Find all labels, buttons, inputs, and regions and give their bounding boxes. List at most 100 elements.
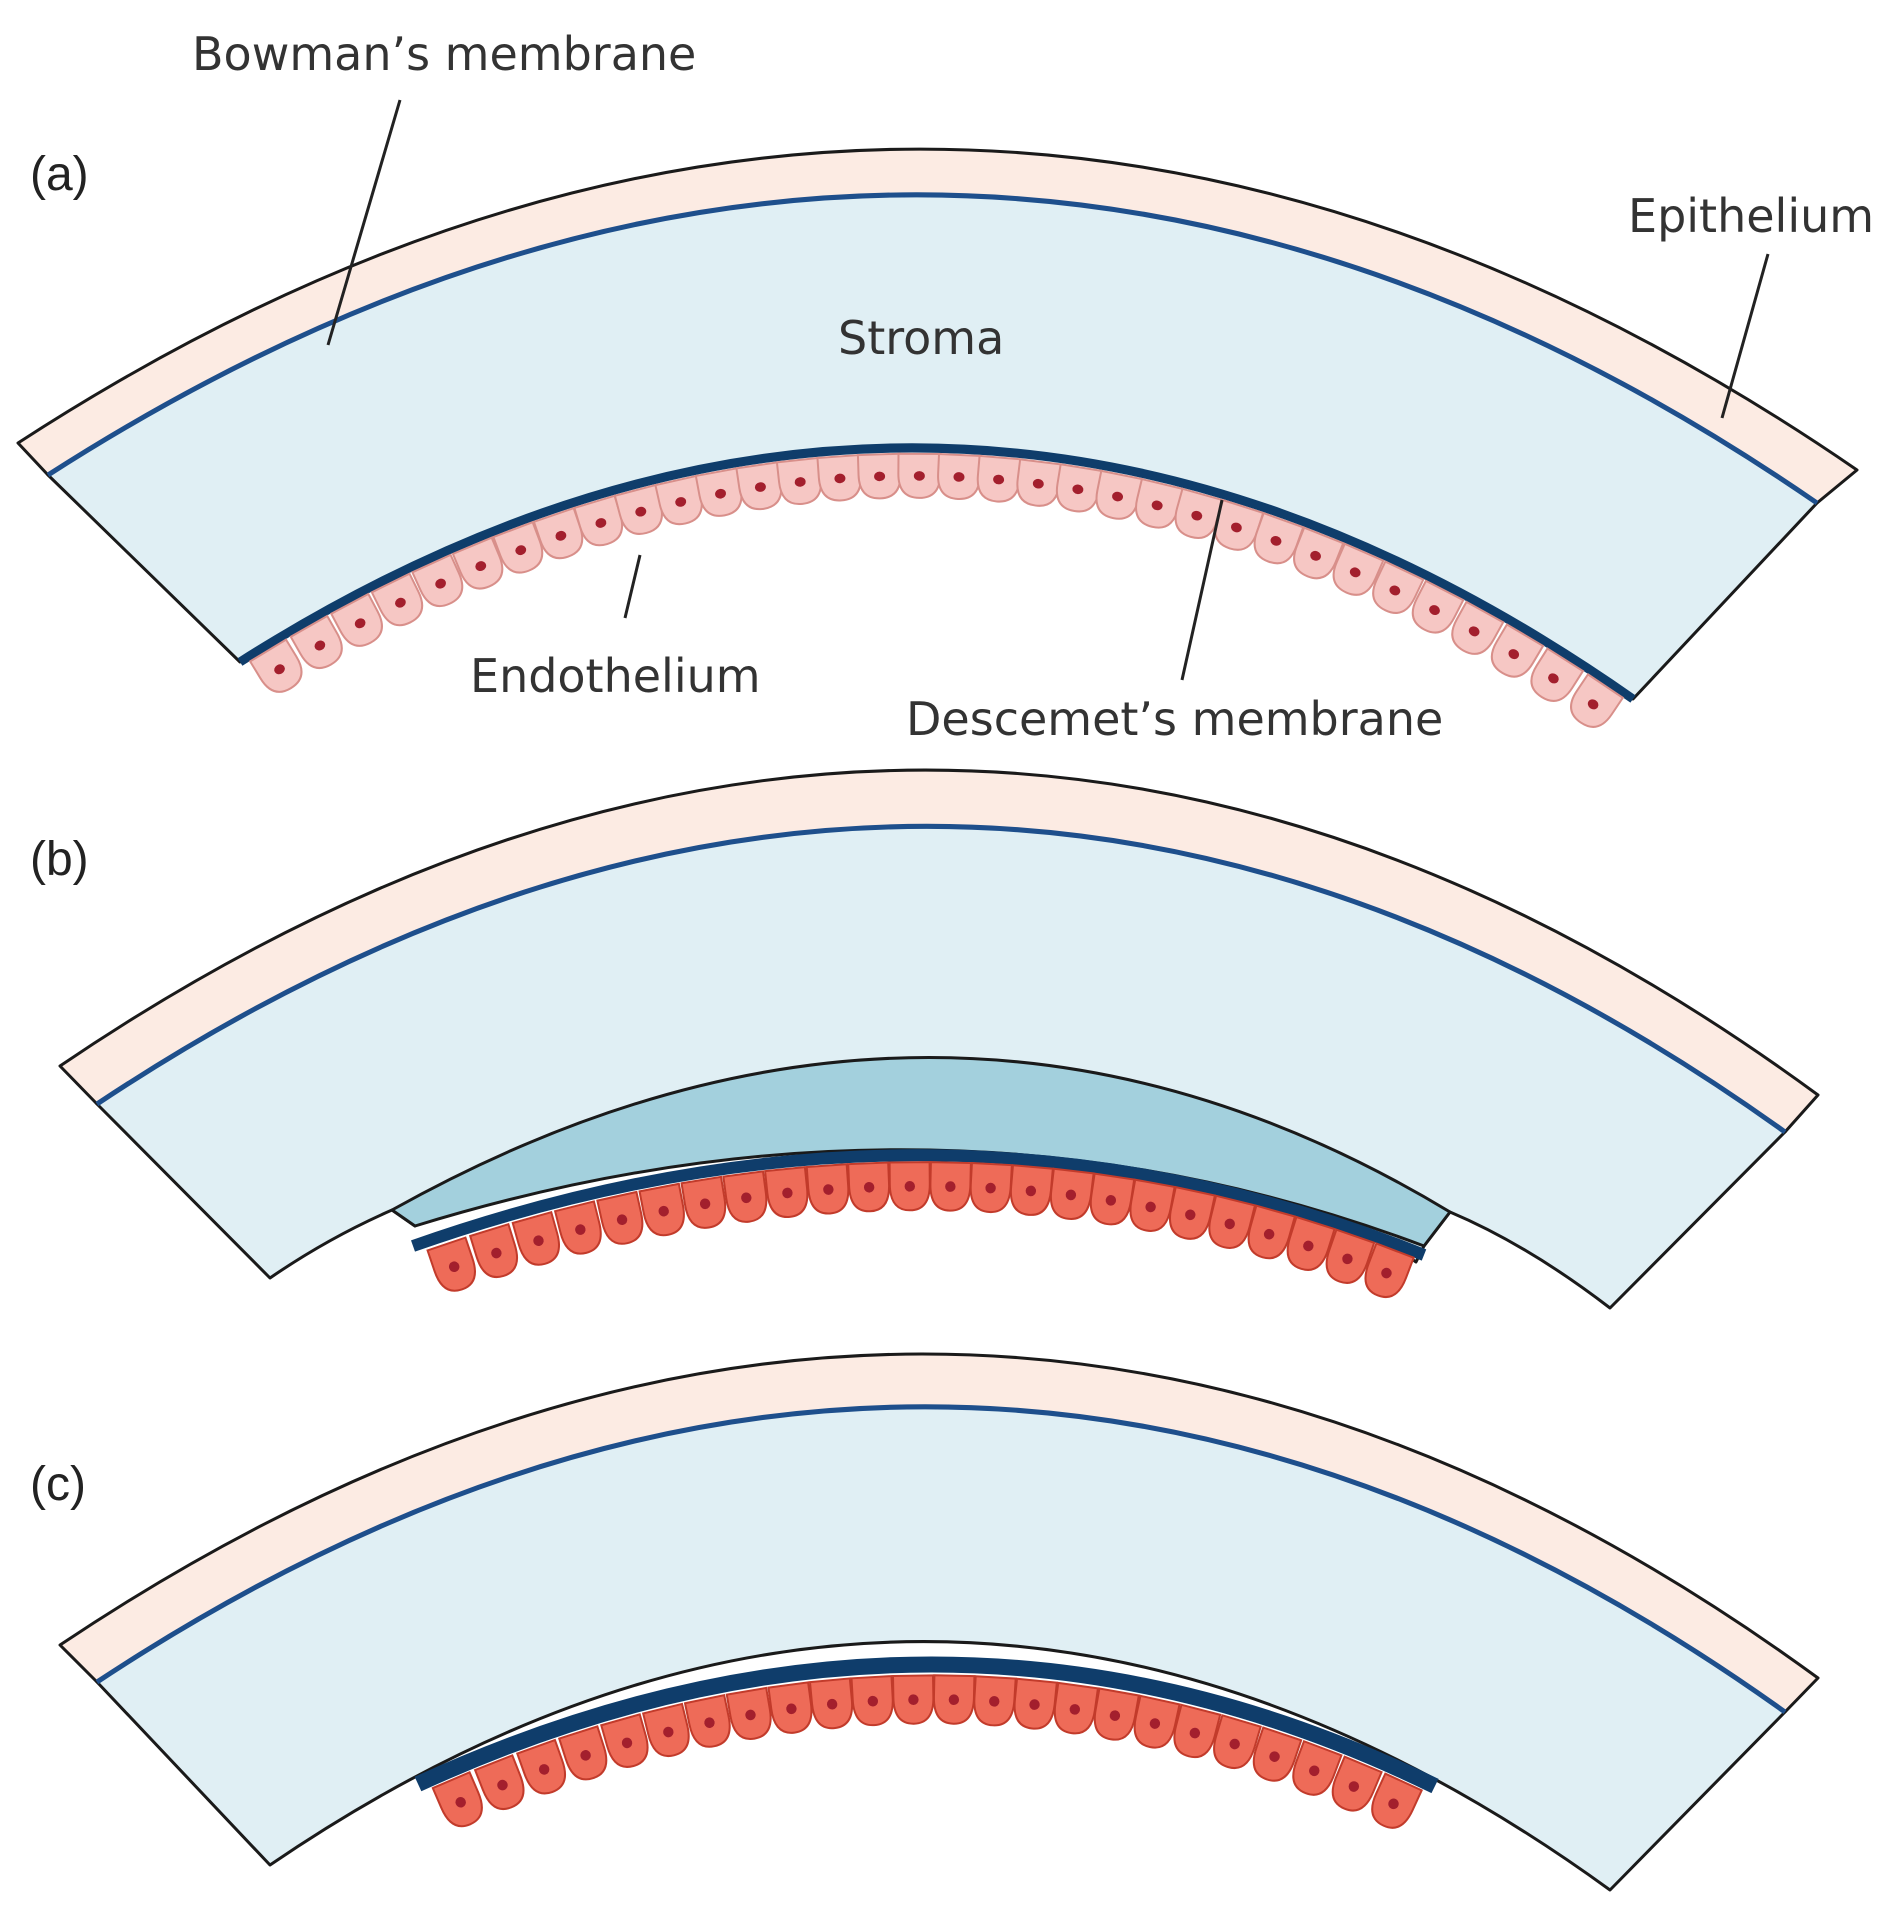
endothelial-cell [969,1161,1013,1214]
endothelial-cell-nucleus [985,1182,996,1194]
endothelial-cell [735,461,783,511]
descemet-leader-line [1180,499,1224,681]
endothelial-cell-nucleus [704,1717,715,1728]
endothelial-cell-nucleus [863,1181,875,1193]
endothelial-cell [411,553,464,608]
endothelial-cell [1169,1185,1217,1240]
endothelial-cell-nucleus [741,1192,752,1204]
endothelial-cell [557,1725,608,1781]
endothelial-cell [329,592,383,647]
endothelial-cell [451,536,504,590]
endothelial-cell-nucleus [1149,1718,1161,1729]
endothelial-cell-nucleus [533,1235,544,1247]
graft-endothelium-cells [431,1674,1424,1829]
endothelial-cell-nucleus [515,545,527,556]
endothelial-cell-nucleus [754,482,766,492]
endothelial-cell-nucleus [274,664,285,675]
endothelial-cell [1530,647,1585,702]
endothelial-cell-nucleus [1191,510,1203,521]
panel-a-label: (a) [30,148,89,201]
endothelial-cell [1016,458,1063,507]
endothelial-cell-nucleus [595,518,607,528]
endothelial-cell-nucleus [1348,1781,1360,1792]
stroma-layer [95,1405,1787,1892]
endothelial-cell [468,1222,519,1278]
graft-endothelium-cells [426,1161,1415,1299]
endothelial-cell-nucleus [455,1796,466,1808]
endothelial-cell [515,1738,566,1795]
endothelial-cell [1095,469,1144,520]
endothelial-cell [767,1681,813,1734]
endothelial-cell [976,454,1023,503]
endothelial-cell [600,1713,649,1768]
endothelial-cell-nucleus [448,1261,460,1273]
endothelial-cell-body [1530,647,1585,702]
endothelial-cell [973,1675,1017,1727]
endothelial-cell-nucleus [475,561,487,572]
endothelial-cell [1208,1194,1257,1249]
endothelial-cell-nucleus [1185,1209,1196,1221]
endothelial-cell-nucleus [1587,699,1599,710]
endothelial-cell-nucleus [663,1726,674,1738]
endothelial-cell-body [1451,600,1505,655]
endothelial-cell [1049,1167,1095,1220]
endothelial-cell-nucleus [1388,1798,1399,1810]
endothelial-cell-nucleus [1303,1240,1314,1252]
endothelial-cell-nucleus [395,597,406,608]
endothelial-cell-nucleus [989,1696,1000,1707]
endothelial-cell [553,1200,602,1255]
endothelial-cell-nucleus [1069,1704,1081,1715]
endothelial-cell [805,1163,850,1215]
endothelial-cell [641,1702,690,1758]
stroma-label: Stroma [838,311,1004,365]
bowman-membrane-label: Bowman’s membrane [192,27,696,81]
endothelial-cell [1055,463,1104,513]
endothelium-cells [248,452,1625,728]
endothelial-cell-nucleus [1025,1185,1037,1197]
bowman-membrane-line [46,192,1819,506]
endothelial-cell-nucleus [834,473,846,484]
endothelial-cell-nucleus [904,1180,916,1192]
endothelial-cell [722,1170,768,1223]
descemet-membrane-label: Descemet’s membrane [906,692,1443,746]
endothelial-cell-nucleus [823,1184,834,1195]
graft-descemet-membrane [411,1149,1427,1261]
endothelial-cell-nucleus [616,1214,628,1226]
endothelial-cell-nucleus [945,1181,956,1192]
endothelial-cell-nucleus [621,1737,633,1749]
endothelial-cell [937,452,983,500]
endothelial-cell-nucleus [1381,1267,1392,1279]
endothelial-cell [725,1686,772,1740]
endothelial-cell-nucleus [1112,491,1124,502]
endothelial-cell-nucleus [1269,1751,1280,1762]
endothelial-cell-nucleus [1548,673,1559,684]
endothelial-cell-nucleus [538,1764,550,1775]
endothelial-cell [1247,1204,1297,1260]
endothelial-cell [680,1175,727,1229]
endothelial-cell-nucleus [1032,478,1044,489]
endothelial-cell [1009,1164,1054,1216]
endothelial-cell-nucleus [1145,1201,1156,1213]
endothelial-cell-nucleus [555,530,567,541]
endothelial-cell [1292,1739,1343,1796]
endothelial-cell [1133,1694,1181,1749]
endothelial-cell-nucleus [782,1187,793,1199]
endothelial-cell-nucleus [658,1205,669,1217]
endothelial-cell-nucleus [1310,550,1321,561]
endothelial-cell [248,638,303,693]
endothelial-cell-nucleus [1270,536,1282,546]
endothelial-cell [1364,1242,1415,1299]
endothelial-cell [1371,1772,1424,1829]
endothelial-cell-nucleus [1349,567,1361,578]
endothelial-cell-body [248,638,303,693]
endothelial-cell-nucleus [1189,1727,1201,1739]
endothelial-cell-nucleus [1263,1228,1275,1240]
epithelium-label: Epithelium [1628,189,1874,243]
endothelial-cell-body [1490,623,1545,678]
endothelial-cell-nucleus [1224,1218,1235,1230]
bowman-leader-line [326,99,402,346]
panel-b: (b) [30,768,1820,1310]
endothelial-cell-nucleus [1468,626,1480,637]
endothelial-cell-body [329,592,383,647]
